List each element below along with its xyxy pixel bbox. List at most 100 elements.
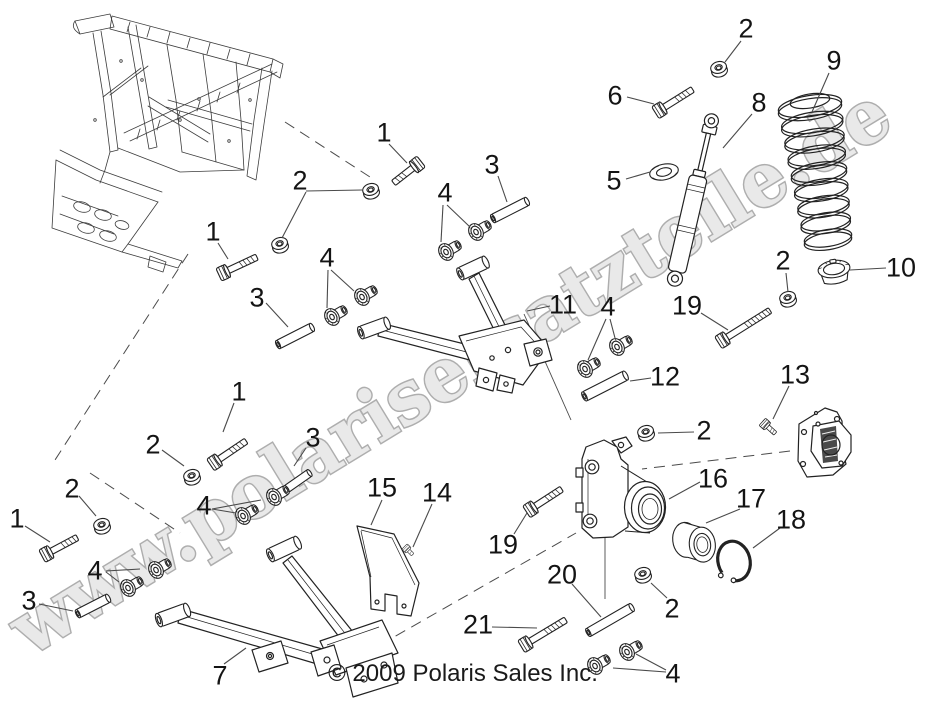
callout-16: 16: [698, 464, 728, 494]
leader-line: [222, 402, 235, 433]
callout-6: 6: [607, 81, 622, 111]
leader-line: [626, 96, 655, 105]
leader-line: [612, 667, 667, 673]
callout-2: 2: [775, 246, 790, 276]
leader-line: [700, 312, 729, 331]
leader-line: [722, 113, 753, 149]
leader-line: [629, 377, 652, 382]
nut-part: [271, 236, 289, 254]
callout-21: 21: [463, 610, 493, 640]
callout-10: 10: [886, 253, 916, 283]
nut-part: [362, 182, 380, 200]
bolt-part: [651, 86, 695, 119]
callout-4: 4: [319, 243, 334, 273]
bolt-part: [206, 438, 248, 471]
pin-part: [489, 196, 531, 224]
leader-line: [513, 512, 528, 535]
nut-part: [779, 290, 797, 308]
leader-line: [330, 269, 355, 292]
pin-part: [274, 322, 316, 350]
bearing-part: [672, 521, 716, 563]
callout-4: 4: [600, 292, 615, 322]
bushing-part: [577, 357, 601, 378]
callout-2: 2: [145, 430, 160, 460]
leader-line: [78, 495, 97, 517]
callout-13: 13: [780, 360, 810, 390]
leader-line: [105, 571, 120, 583]
leader-line: [526, 305, 551, 312]
leader-line: [625, 171, 651, 180]
leader-line: [635, 653, 667, 671]
leader-line: [161, 449, 185, 467]
bushing-part: [468, 220, 492, 241]
callout-19: 19: [488, 530, 518, 560]
brake-caliper: [797, 407, 852, 478]
callout-18: 18: [776, 505, 806, 535]
bushing-part: [120, 576, 144, 597]
shock-absorber: [666, 113, 720, 287]
callout-1: 1: [231, 377, 246, 407]
upper-a-arm: [377, 272, 553, 394]
bushing-part: [148, 558, 172, 579]
leader-line: [370, 499, 383, 526]
callout-15: 15: [367, 473, 397, 503]
pin-part: [356, 316, 392, 340]
callout-5: 5: [606, 166, 621, 196]
guide-dash-caliper: [641, 450, 791, 470]
leader-line: [38, 603, 74, 612]
bolt-part: [714, 307, 772, 349]
lower-a-arm: [177, 555, 399, 698]
callout-1: 1: [376, 118, 391, 148]
leader-line: [752, 527, 781, 549]
pin-part: [74, 593, 112, 619]
leader-line: [650, 582, 668, 599]
leader-line: [326, 269, 329, 309]
nut-part: [183, 468, 201, 486]
callout-7: 7: [212, 661, 227, 691]
leader-lines-layer: [24, 40, 887, 673]
leader-line: [772, 385, 790, 420]
leader-line: [849, 267, 887, 271]
pin-part: [265, 535, 303, 563]
leader-line: [724, 40, 742, 63]
bushing-part: [609, 335, 633, 356]
coil-spring-part: [777, 92, 853, 251]
callout-9: 9: [826, 46, 841, 76]
callout-14: 14: [422, 478, 452, 508]
leader-line: [587, 318, 607, 361]
callout-3: 3: [484, 150, 499, 180]
callout-17: 17: [736, 484, 766, 514]
callout-3: 3: [21, 586, 36, 616]
pin-part: [456, 255, 490, 281]
guide-dash-carrier: [379, 532, 577, 646]
bolt-part: [38, 534, 79, 563]
leader-line: [440, 204, 444, 243]
nut-part: [93, 517, 111, 535]
callout-2: 2: [292, 166, 307, 196]
callout-4: 4: [87, 556, 102, 586]
callout-19: 19: [672, 291, 702, 321]
nut-part: [637, 424, 655, 442]
callout-2: 2: [696, 416, 711, 446]
leader-line: [497, 175, 508, 203]
bolt-part: [215, 254, 259, 282]
callout-8: 8: [751, 88, 766, 118]
callout-3: 3: [249, 283, 264, 313]
callout-3: 3: [305, 423, 320, 453]
leader-line: [785, 272, 789, 293]
nut-part: [710, 60, 728, 78]
callout-4: 4: [437, 178, 452, 208]
leader-line: [668, 481, 701, 500]
bolt-part: [759, 418, 777, 436]
guide-dash-frame-lower: [54, 253, 189, 461]
bolt-part: [517, 617, 568, 653]
callout-20: 20: [547, 560, 577, 590]
copyright-text: © 2009 Polaris Sales Inc.: [328, 660, 598, 687]
leader-line: [571, 583, 602, 618]
callout-11: 11: [549, 290, 577, 320]
nut-part: [634, 566, 652, 584]
leader-line: [24, 525, 51, 543]
callout-4: 4: [665, 659, 680, 689]
